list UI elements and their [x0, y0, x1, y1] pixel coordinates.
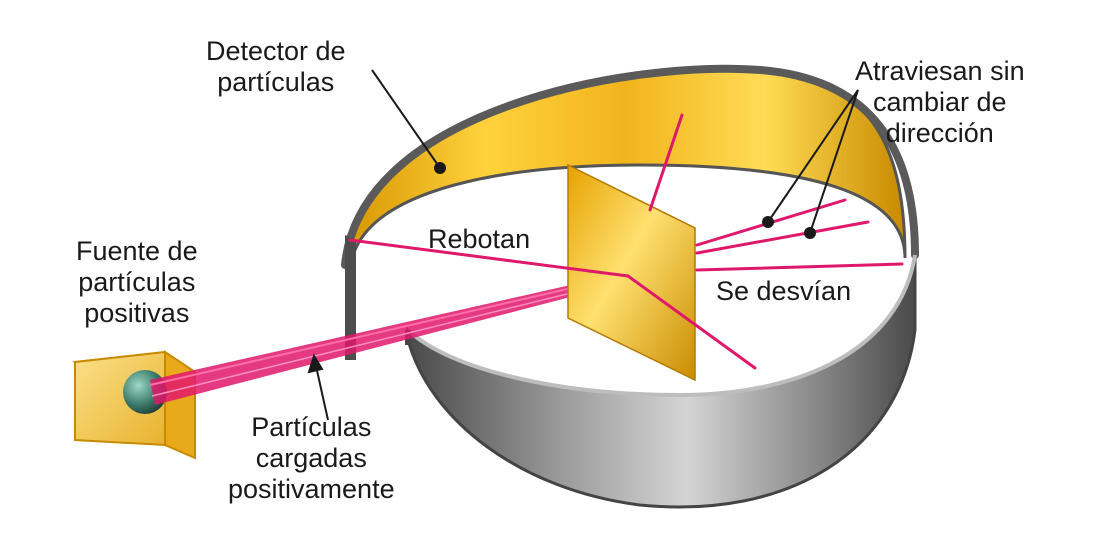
gold-foil [567, 163, 696, 382]
label-source-line-2: partículas [78, 267, 196, 297]
label-detector-line-1: Detector de [206, 36, 346, 66]
particle-source-cube [72, 350, 198, 460]
through-pointer-dot-1 [762, 216, 774, 228]
bounce-path [348, 238, 630, 278]
through-path-2 [695, 220, 870, 255]
label-beam-line-3: positivamente [228, 474, 395, 504]
detector-pointer-dot [434, 162, 446, 174]
label-undeflected: Atraviesan sin cambiar de dirección [855, 56, 1025, 149]
label-source-line-1: Fuente de [76, 236, 198, 266]
through-path-3 [695, 262, 904, 272]
down-deflect-path [626, 274, 757, 370]
label-deflect: Se desvían [716, 276, 852, 306]
detector-front-edge [406, 254, 917, 398]
label-bounce: Rebotan [428, 224, 531, 254]
label-undeflected-line-1: Atraviesan sin [855, 56, 1025, 86]
label-detector: Detector de partículas [206, 36, 346, 98]
scattered-particle-paths [348, 113, 904, 370]
beam-pointer-arrowhead [307, 353, 324, 374]
label-source: Fuente de partículas positivas [76, 236, 198, 329]
label-beam-line-1: Partículas [251, 412, 372, 442]
label-beam: Partículas cargadas positivamente [228, 412, 395, 505]
label-pointers [307, 69, 859, 421]
label-source-line-3: positivas [84, 298, 190, 328]
up-deflect-path [648, 113, 684, 212]
through-pointer-dot-2 [804, 227, 816, 239]
incoming-beam [149, 272, 629, 405]
label-beam-line-2: cargadas [255, 443, 367, 473]
label-undeflected-line-2: cambiar de [873, 87, 1007, 117]
label-detector-line-2: partículas [217, 67, 335, 97]
detector-rim [341, 64, 919, 269]
detector-gap-end [345, 235, 356, 360]
label-undeflected-line-3: dirección [885, 118, 994, 148]
